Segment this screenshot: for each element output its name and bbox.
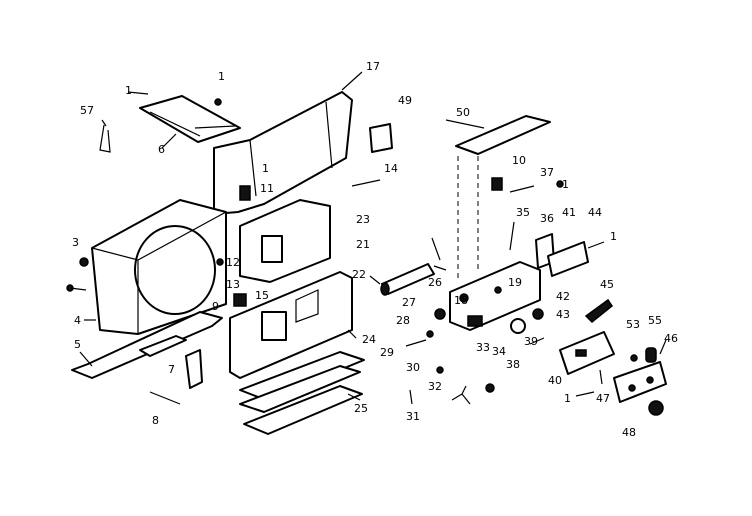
clip-part [99, 124, 111, 153]
callout-label: 17 [366, 60, 380, 73]
knob-part [648, 400, 664, 416]
control-bracket [431, 237, 541, 331]
callout-label: 47 [596, 392, 610, 405]
callout-label: 53 [626, 318, 640, 331]
screw-part [575, 369, 603, 397]
callout-label: 3 [72, 236, 79, 249]
base-pan [71, 311, 223, 379]
cabinet-top [455, 115, 551, 280]
callout-label: 38 [506, 358, 520, 371]
callout-label: 39 [524, 335, 538, 348]
callout-label: 11 [260, 182, 274, 195]
callout-label: 26 [428, 276, 442, 289]
callout-label: 42 [556, 290, 570, 303]
clip-part [584, 298, 614, 324]
callout-label: 49 [398, 94, 412, 107]
callout-label: 19 [508, 276, 522, 289]
knob-plate [613, 347, 667, 403]
fan-shroud [91, 199, 227, 335]
control-panel [559, 331, 615, 375]
callout-label: 6 [158, 143, 165, 156]
bracket-part [491, 177, 564, 193]
callout-label: 9 [212, 300, 219, 313]
filter-tray [239, 351, 365, 435]
screw-part [66, 257, 89, 292]
callout-label: 34 [492, 345, 506, 358]
callout-label: 31 [406, 410, 420, 423]
callout-label: 15 [255, 289, 269, 302]
callout-label: 50 [456, 106, 470, 119]
callout-label: 4 [74, 314, 81, 327]
rear-panel [213, 91, 353, 215]
callout-label: 29 [380, 346, 394, 359]
tube-part [380, 263, 435, 296]
callout-label: 43 [556, 308, 570, 321]
callout-label: 24 [362, 333, 376, 346]
callout-label: 1 [262, 162, 269, 175]
bracket-part [185, 349, 203, 389]
callout-label: 35 [516, 206, 530, 219]
callout-label: 22 [352, 268, 366, 281]
callout-label: 12 [226, 256, 240, 269]
callout-label: 1 [125, 84, 132, 97]
rod-part [351, 179, 381, 187]
callout-label: 40 [548, 374, 562, 387]
callout-label: 18 [454, 294, 468, 307]
top-panel [139, 95, 241, 143]
callout-label: 57 [80, 104, 94, 117]
evaporator-frame [229, 271, 353, 379]
callout-label: 21 [356, 238, 370, 251]
callout-label: 1 [562, 178, 569, 191]
callout-label: 37 [540, 166, 554, 179]
callout-label: 45 [600, 278, 614, 291]
filter-part [369, 123, 393, 153]
callout-label: 10 [512, 154, 526, 167]
callout-label: 7 [168, 363, 175, 376]
screw-part [127, 91, 222, 106]
callout-label: 8 [152, 414, 159, 427]
small-parts [405, 308, 545, 405]
callout-label: 1 [218, 70, 225, 83]
callout-label: 23 [356, 213, 370, 226]
callout-label: 5 [74, 338, 81, 351]
callout-label: 32 [428, 380, 442, 393]
callout-label: 44 [588, 206, 602, 219]
control-switch [509, 221, 605, 277]
callout-label: 36 [540, 212, 554, 225]
callout-label: 33 [476, 341, 490, 354]
callout-label: 30 [406, 361, 420, 374]
callout-label: 25 [354, 402, 368, 415]
callout-labels: 1 1 57 6 17 49 50 10 37 1 11 1 14 3 23 3… [72, 60, 678, 439]
callout-label: 48 [622, 426, 636, 439]
callout-label: 46 [664, 332, 678, 345]
callout-label: 28 [396, 314, 410, 327]
motor-assembly [216, 199, 331, 307]
callout-label: 1 [610, 230, 617, 243]
leader-lines [79, 71, 667, 401]
callout-label: 1 [564, 392, 571, 405]
bolt-part [149, 391, 181, 405]
callout-label: 27 [402, 296, 416, 309]
callout-label: 13 [226, 278, 240, 291]
callout-label: 41 [562, 206, 576, 219]
callout-label: 14 [384, 162, 398, 175]
callout-label: 55 [648, 314, 662, 327]
